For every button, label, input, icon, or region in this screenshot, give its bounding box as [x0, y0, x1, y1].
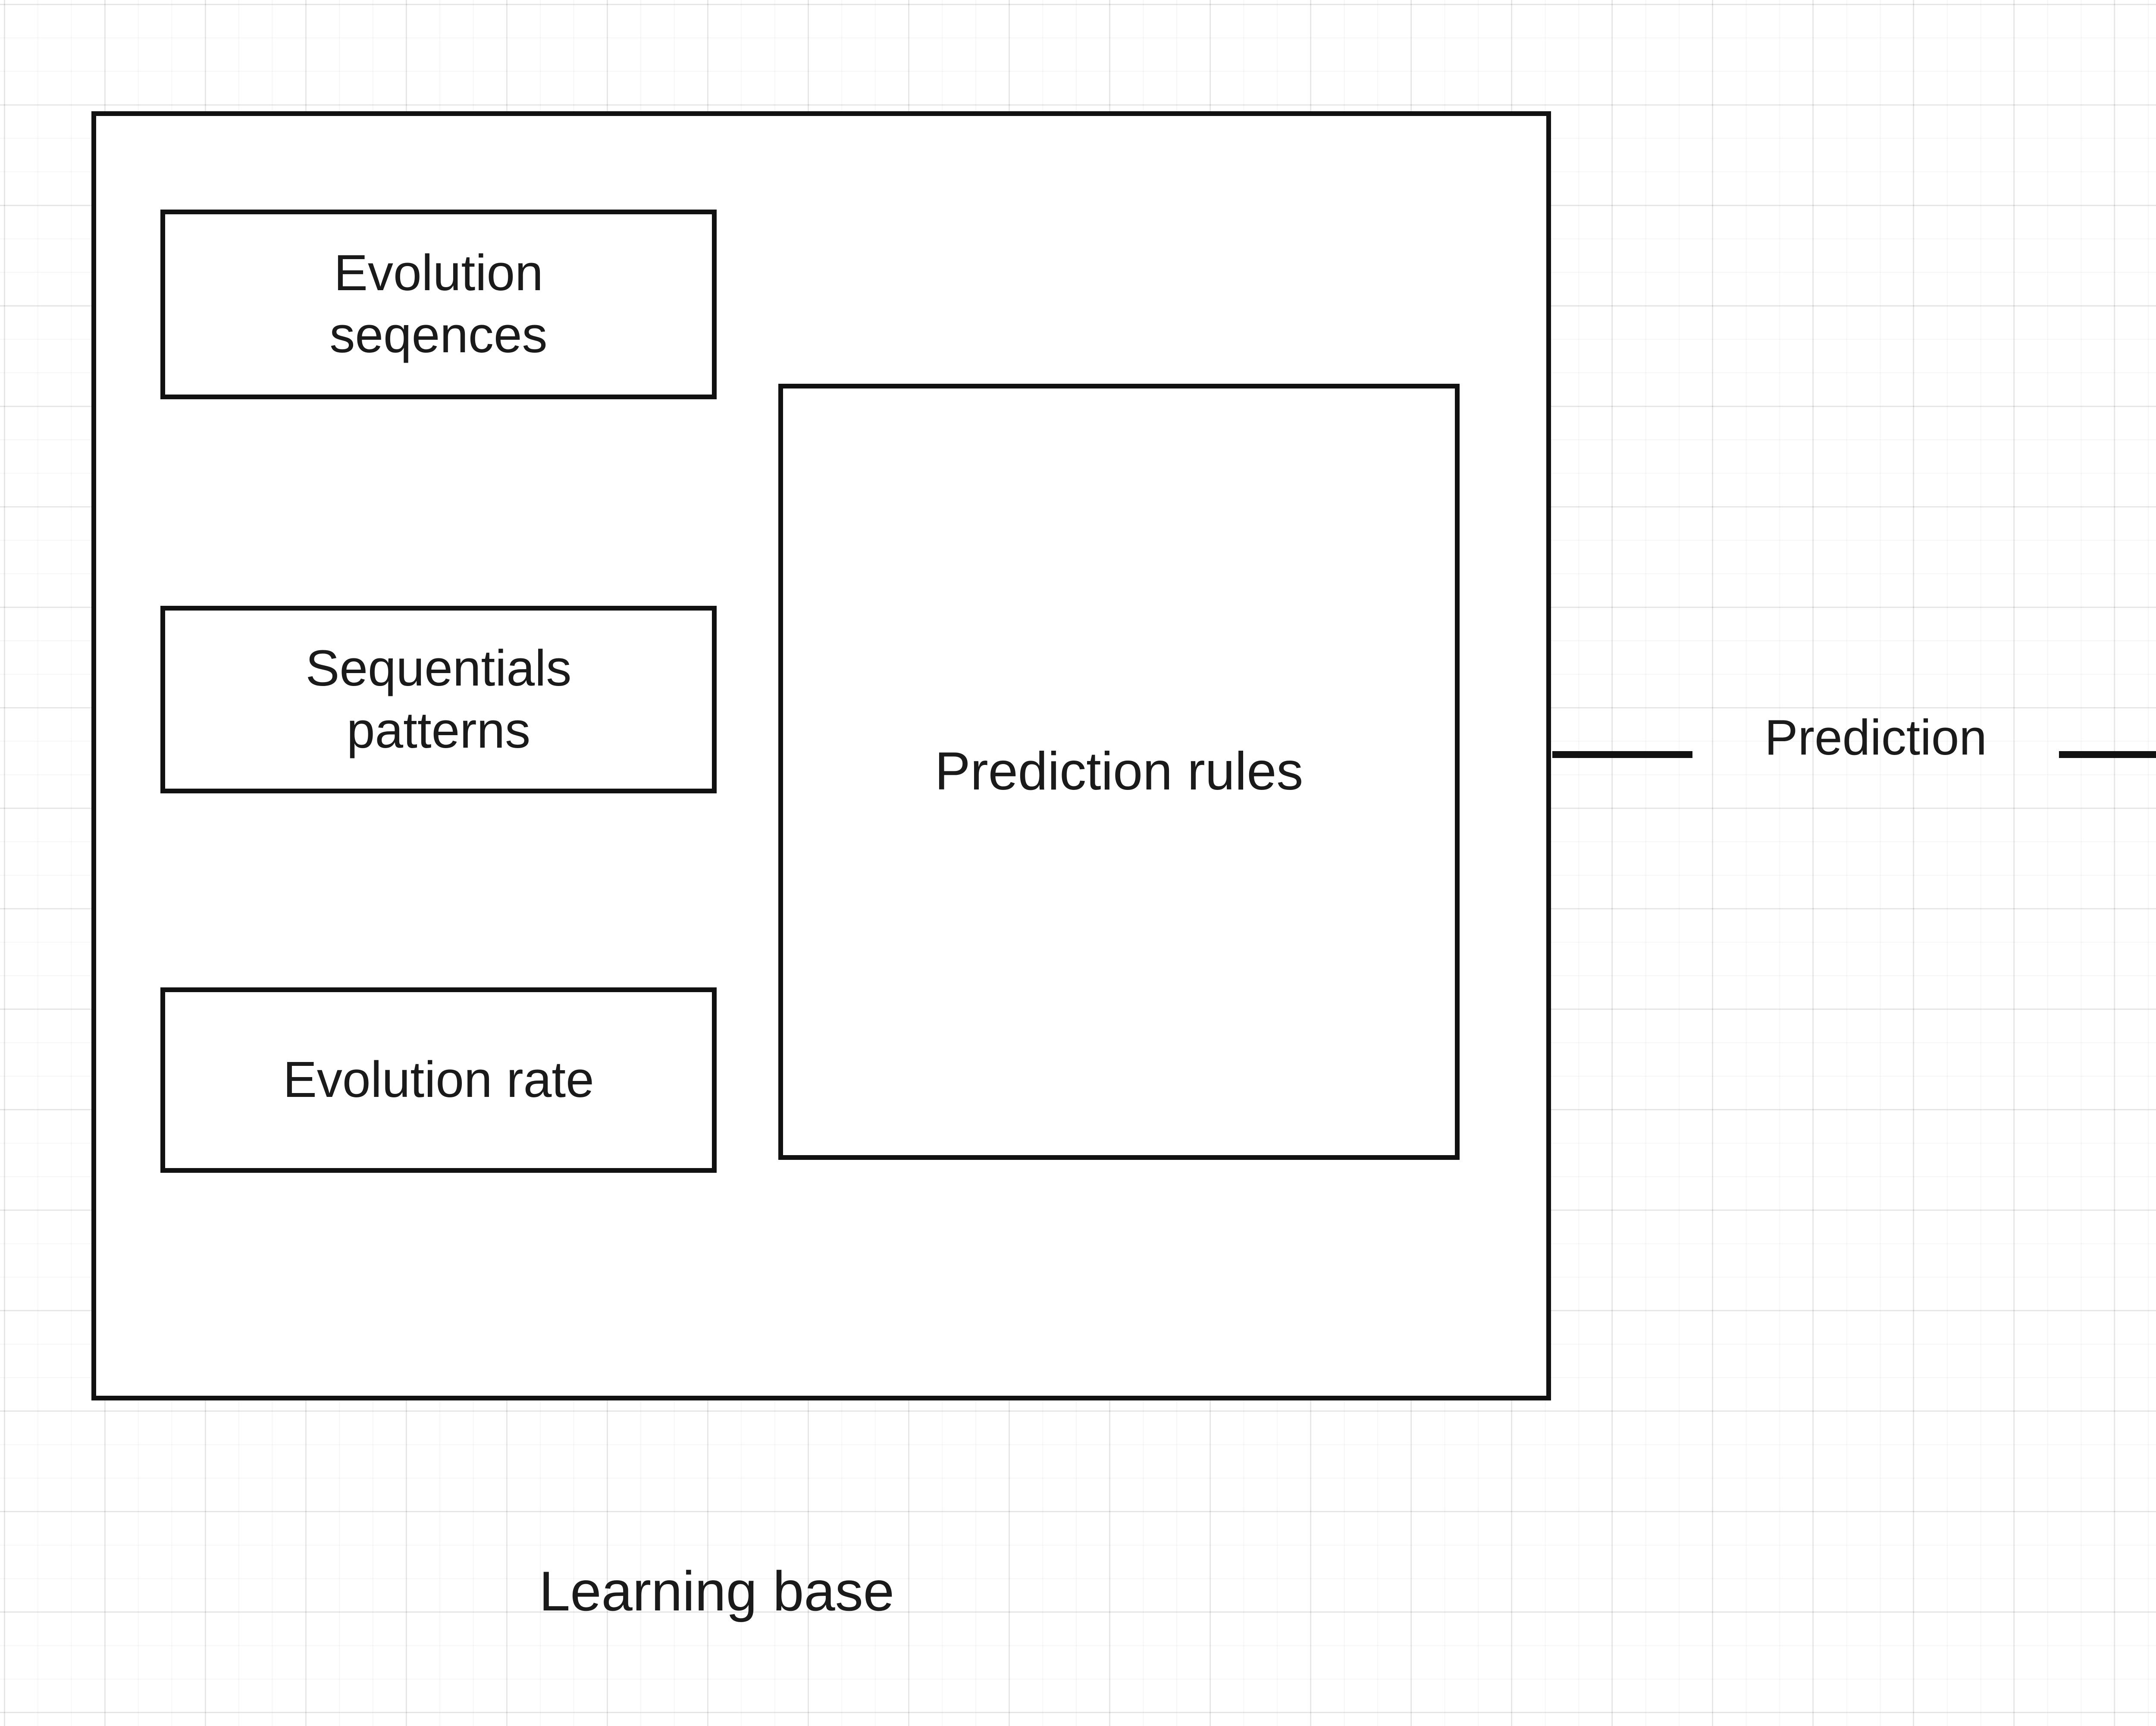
box-sequentials-patterns-line1: Sequentials [305, 639, 572, 697]
box-evolution-seqences-line1: Evolution [334, 244, 543, 302]
caption-learning-base-text: Learning base [539, 1560, 894, 1623]
box-sequentials-patterns-line2: patterns [346, 702, 531, 759]
box-evolution-seqences-label: Evolution seqences [329, 242, 547, 367]
box-sequentials-patterns-label: Sequentials patterns [306, 638, 572, 762]
box-evolution-seqences-line2: seqences [329, 307, 548, 363]
box-evolution-rate-label: Evolution rate [283, 1051, 594, 1109]
box-evolution-rate[interactable]: Evolution rate [160, 987, 717, 1173]
prediction-arrow [1552, 751, 2156, 758]
box-prediction-rules[interactable]: Prediction rules [778, 384, 1460, 1160]
prediction-arrow-label: Prediction [1695, 707, 2057, 767]
caption-learning-base: Learning base [539, 1559, 894, 1623]
box-sequentials-patterns[interactable]: Sequentials patterns [160, 606, 717, 793]
box-prediction-rules-label: Prediction rules [934, 742, 1304, 802]
prediction-arrow-label-text: Prediction [1764, 709, 1987, 765]
drop-indicator-icon [2145, 13, 2156, 125]
box-evolution-seqences[interactable]: Evolution seqences [160, 210, 717, 399]
